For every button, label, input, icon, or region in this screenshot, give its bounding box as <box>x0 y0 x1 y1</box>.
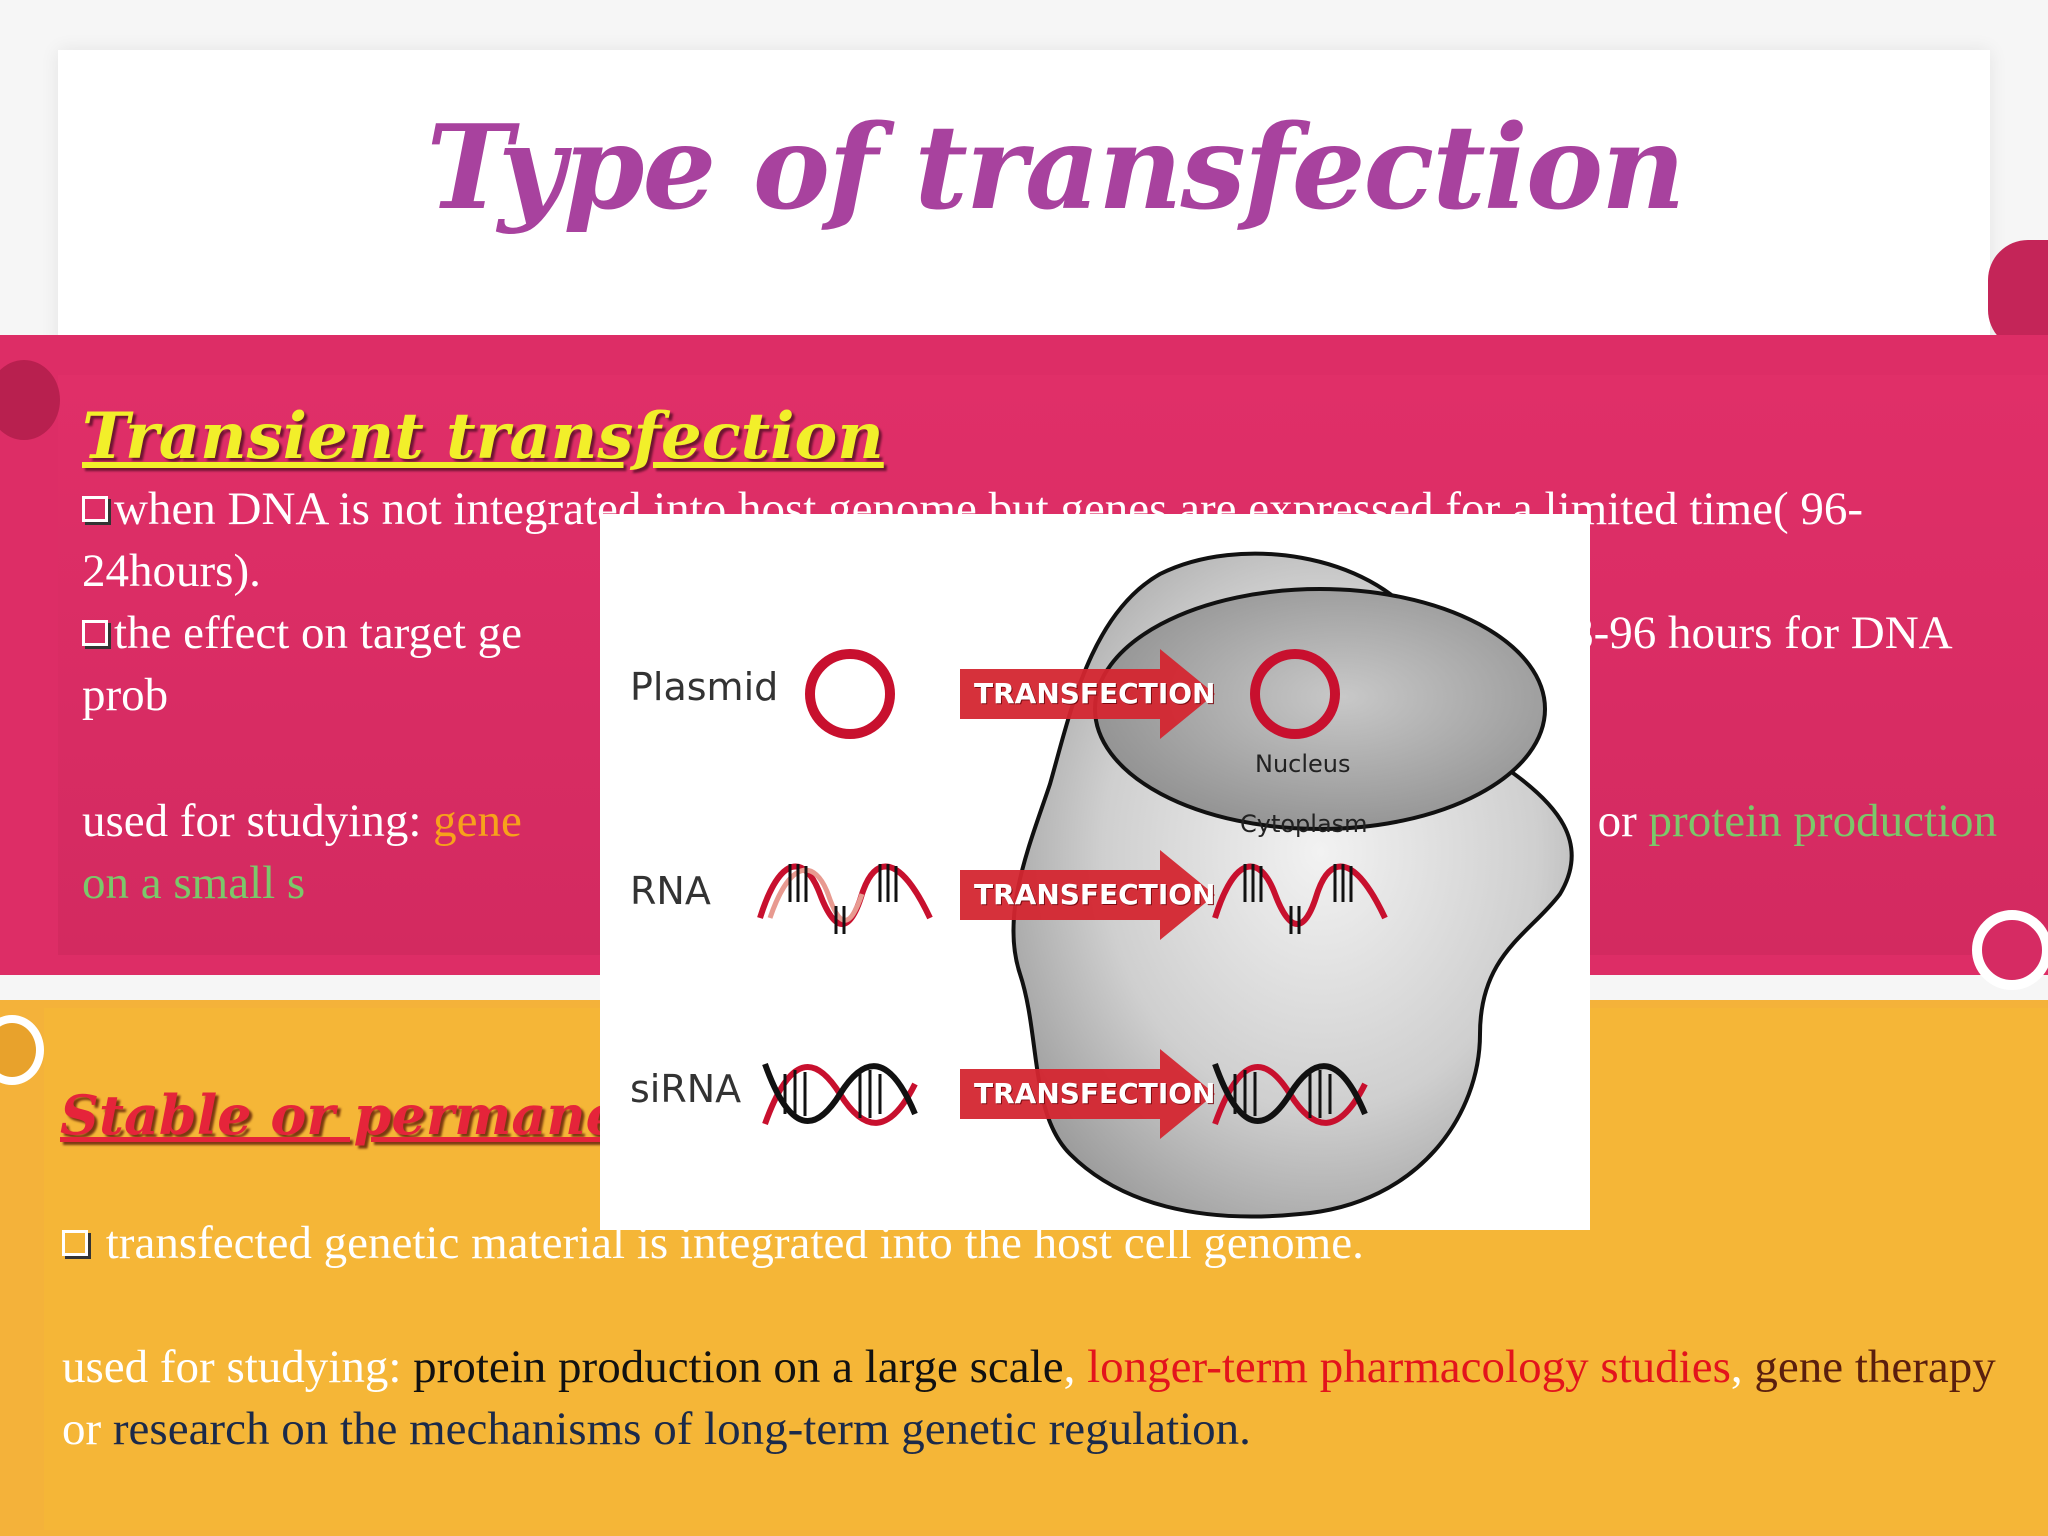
nucleus-label: Nucleus <box>1255 750 1351 778</box>
transient-used-gene: gene <box>433 795 522 847</box>
arrow-label-3: TRANSFECTION <box>974 1077 1216 1110</box>
arrow-label-2: TRANSFECTION <box>974 878 1216 911</box>
title-card <box>58 50 1990 350</box>
stable-used-prefix: used for studying: <box>62 1341 414 1393</box>
stable-heading: Stable or permane <box>60 1083 620 1147</box>
pink-scroll-roll-right <box>1972 910 2048 990</box>
rna-strand-icon-cell <box>1212 863 1388 934</box>
stable-used-pharmacology: longer-term pharmacology studies <box>1087 1341 1731 1393</box>
slide-title: Type of transfection <box>426 100 1685 236</box>
transfection-arrow-1 <box>960 649 1215 739</box>
transfection-figure: Plasmid RNA siRNA TRANSFECTION TRANSFECT… <box>600 514 1590 1230</box>
stable-used-research: research on the mechanisms of long-term … <box>112 1403 1251 1455</box>
transient-used-protein: protein production on a small s <box>82 795 1998 909</box>
stable-used-for: used for studying: protein production on… <box>62 1336 2022 1460</box>
rna-strand-icon <box>757 863 933 934</box>
sirna-strand-icon <box>762 1062 918 1126</box>
transient-heading: Transient transfection <box>82 399 884 474</box>
pink-scroll-curl-top <box>1988 240 2048 350</box>
stable-used-gene-therapy: gene therapy <box>1754 1341 1996 1393</box>
transient-bullet-2-start: the effect on target ge <box>114 607 523 659</box>
bullet-square-icon <box>82 496 108 522</box>
transfection-arrow-2 <box>960 850 1215 940</box>
bullet-square-icon <box>62 1230 88 1256</box>
stable-sep-3: or <box>62 1403 113 1455</box>
plasmid-circle <box>805 649 895 739</box>
arrow-label-1: TRANSFECTION <box>974 677 1216 710</box>
bullet-square-icon <box>82 620 108 646</box>
sirna-label: siRNA <box>630 1067 742 1111</box>
stable-sep-1: , <box>1063 1341 1088 1393</box>
plasmid-label: Plasmid <box>630 665 779 709</box>
transient-used-prefix: used for studying: <box>82 795 434 847</box>
transfection-arrow-3 <box>960 1049 1215 1139</box>
rna-label: RNA <box>630 869 711 913</box>
sirna-strand-icon-cell <box>1212 1062 1368 1126</box>
transfection-diagram <box>757 551 1574 1219</box>
plasmid-circle-nucleus <box>1250 649 1340 739</box>
pink-scroll-curl-left <box>0 360 60 440</box>
stable-sep-2: , <box>1730 1341 1755 1393</box>
cytoplasm-label: Cytoplasm <box>1240 810 1368 838</box>
stable-used-protein: protein production on a large scale <box>413 1341 1064 1393</box>
